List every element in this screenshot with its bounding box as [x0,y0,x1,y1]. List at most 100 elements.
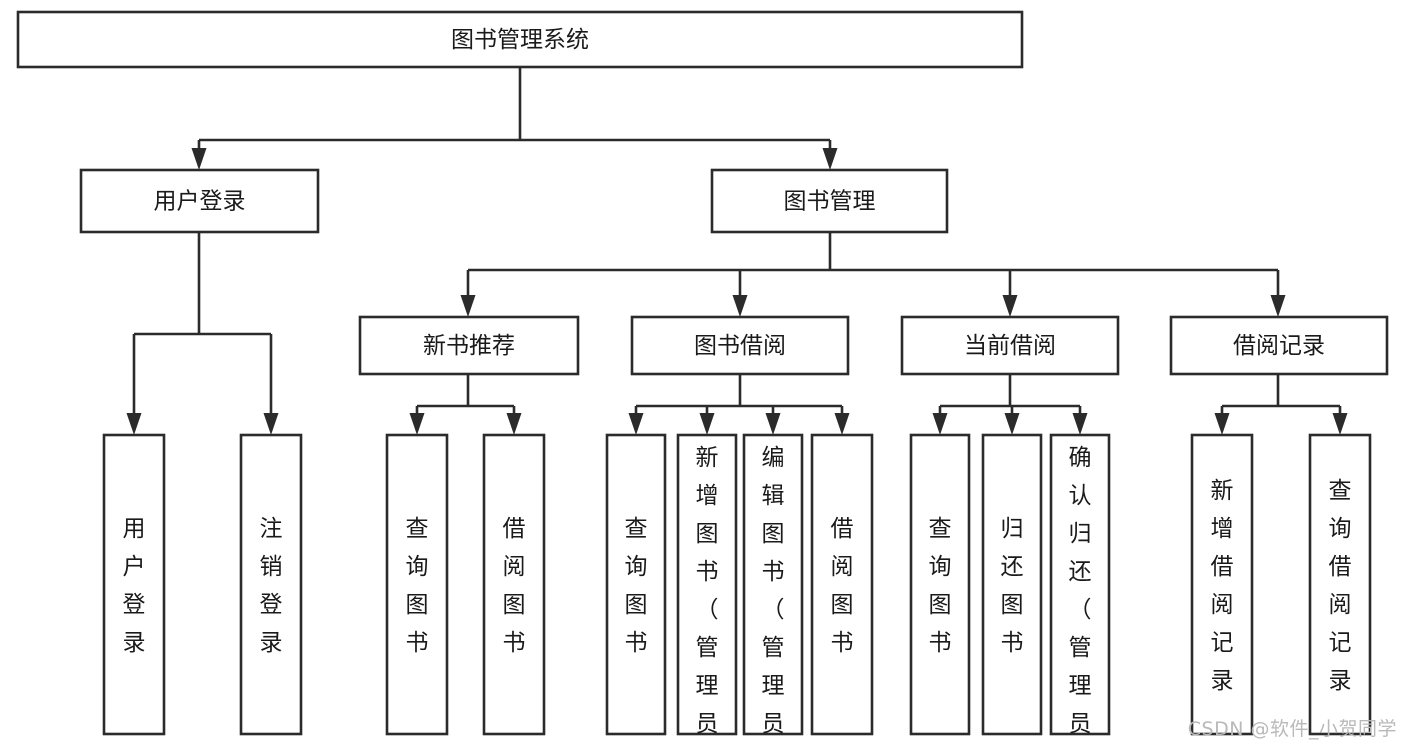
node-label: 归还图书 [1001,516,1024,656]
leaf-node-leaf-user-login[interactable]: 用户登录 [102,433,166,736]
connector-layer [126,67,1348,435]
node-label: 查询图书 [929,516,952,656]
connector-c-bb-a2 [699,406,715,435]
watermark-text: CSDN @软件_小贺同学 [1187,718,1397,740]
connector-c-nr-a2 [506,406,522,435]
leaf-node-leaf-query-borrow-record[interactable]: 查询借阅记录 [1308,433,1372,736]
node-box[interactable] [981,433,1043,736]
arrow-head-icon [1002,295,1018,317]
connector-c-cb-a1 [932,406,948,435]
leaf-node-leaf-add-borrow-record[interactable]: 新增借阅记录 [1190,433,1254,736]
leaf-node-leaf-edit-book-admin[interactable]: 编辑图书（管理员） [742,433,804,747]
node-label: 借阅图书 [503,516,526,656]
node-label: 查询借阅记录 [1329,478,1352,694]
arrow-head-icon [126,413,142,435]
connector-c-bm-a1 [460,270,476,317]
node-label: 新增借阅记录 [1211,478,1234,694]
level3-node-new-book-recommend[interactable]: 新书推荐 [358,315,580,376]
arrow-head-icon [409,413,425,435]
connector-c-bb-a3 [765,406,781,435]
level2-node-user-login[interactable]: 用户登录 [79,168,320,234]
node-box[interactable] [742,433,804,736]
arrow-head-icon [822,148,838,170]
node-label: 图书管理 [784,189,876,215]
connector-c-bb-a1 [628,406,644,435]
arrow-head-icon [765,413,781,435]
node-label: 用户登录 [154,189,246,215]
connector-c-ul-a2 [263,334,279,435]
arrow-head-icon [932,413,948,435]
connector-c-root-book-manage [822,140,838,170]
node-box[interactable] [810,433,874,736]
arrow-head-icon [1270,295,1286,317]
node-label: 新书推荐 [423,333,515,359]
arrow-head-icon [460,295,476,317]
root-node-root[interactable]: 图书管理系统 [16,10,1024,69]
node-box[interactable] [710,168,949,234]
node-box[interactable] [1190,433,1254,736]
node-box[interactable] [900,315,1120,376]
leaf-node-leaf-logout-login[interactable]: 注销登录 [239,433,303,736]
node-label: 图书管理系统 [451,27,589,53]
node-label: 确认归还（管理员） [1069,445,1092,747]
node-box[interactable] [1049,433,1111,736]
node-label: 当前借阅 [964,333,1056,359]
arrow-head-icon [263,413,279,435]
connector-c-br-a2 [1332,406,1348,435]
node-box[interactable] [79,168,320,234]
arrow-head-icon [191,148,207,170]
level2-node-book-manage[interactable]: 图书管理 [710,168,949,234]
node-box[interactable] [239,433,303,736]
arrow-head-icon [732,295,748,317]
connector-c-bm-a3 [1002,270,1018,317]
level3-node-borrow-record[interactable]: 借阅记录 [1169,315,1389,376]
node-label: 用户登录 [123,516,146,656]
leaf-node-leaf-query-book-recommend[interactable]: 查询图书 [385,433,449,736]
connector-c-nr-a1 [409,406,425,435]
arrow-head-icon [1072,413,1088,435]
node-label: 注销登录 [260,516,283,656]
node-label: 借阅记录 [1233,333,1325,359]
node-label: 查询图书 [625,516,648,656]
leaf-node-leaf-query-book-borrow[interactable]: 查询图书 [605,433,667,736]
node-box[interactable] [1308,433,1372,736]
node-box[interactable] [1169,315,1389,376]
connector-c-cb-a3 [1072,406,1088,435]
node-box[interactable] [16,10,1024,69]
leaf-node-leaf-borrow-book[interactable]: 借阅图书 [810,433,874,736]
connector-c-root-user-login [191,140,207,170]
leaf-node-leaf-add-book-admin[interactable]: 新增图书（管理员） [676,433,738,747]
node-box[interactable] [676,433,738,736]
level3-node-current-borrow[interactable]: 当前借阅 [900,315,1120,376]
node-label: 新增图书（管理员） [696,445,719,747]
arrow-head-icon [506,413,522,435]
connector-c-bb-a4 [834,406,850,435]
node-box[interactable] [102,433,166,736]
node-box[interactable] [909,433,971,736]
arrow-head-icon [628,413,644,435]
leaf-node-leaf-query-book-current[interactable]: 查询图书 [909,433,971,736]
node-box[interactable] [630,315,850,376]
level3-node-book-borrow[interactable]: 图书借阅 [630,315,850,376]
leaf-node-leaf-return-book[interactable]: 归还图书 [981,433,1043,736]
node-box[interactable] [482,433,546,736]
node-label: 借阅图书 [831,516,854,656]
leaf-node-leaf-borrow-book-recommend[interactable]: 借阅图书 [482,433,546,736]
connector-c-bm-a2 [732,270,748,317]
node-box[interactable] [385,433,449,736]
leaf-node-leaf-confirm-return-admin[interactable]: 确认归还（管理员） [1049,433,1111,747]
node-label: 查询图书 [406,516,429,656]
node-layer: 图书管理系统用户登录图书管理新书推荐图书借阅当前借阅借阅记录用户登录注销登录查询… [16,10,1389,747]
node-box[interactable] [358,315,580,376]
node-label: 编辑图书（管理员） [762,445,785,747]
connector-c-bm-a4 [1270,270,1286,317]
node-label: 图书借阅 [694,333,786,359]
arrow-head-icon [699,413,715,435]
connector-c-br-a1 [1214,406,1230,435]
arrow-head-icon [834,413,850,435]
connector-c-ul-a1 [126,334,142,435]
node-box[interactable] [605,433,667,736]
connector-c-cb-a2 [1004,406,1020,435]
